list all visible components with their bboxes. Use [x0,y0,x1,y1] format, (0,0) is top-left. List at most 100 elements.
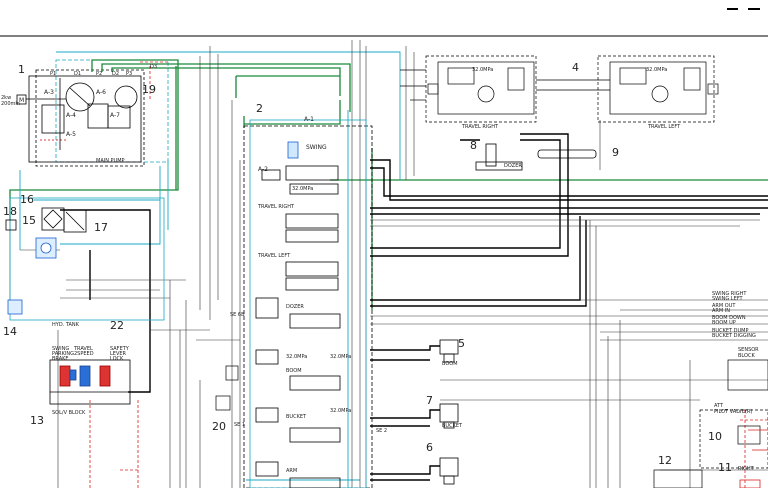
travel-right-label: TRAVEL RIGHT [461,124,499,130]
cyan-pilot-lines [19,51,401,488]
pump-a5-label: A-5 [66,131,76,138]
solv-item-7: LEVER [110,351,127,357]
callout-2: 2 [256,102,263,115]
bucket-label: BUCKET [442,423,463,429]
pump-labels: A-3 A-4 A-5 A-6 A-7 MAIN PUMP P1 D1 P2 D… [1,64,157,164]
callout-17: 17 [94,221,108,234]
solv-item-1: SWING [52,346,69,352]
valve-a1-label: A-1 [304,116,314,123]
right-label: RIGHT [738,466,755,472]
tank-filters [5,197,165,321]
callout-10: 10 [708,430,722,443]
pilot-boom-up: BOOM UP [712,320,736,326]
control-valve-block [243,119,373,488]
callout-16: 16 [20,193,34,206]
callout-1: 1 [18,63,25,76]
se-6b-label: SE 6B [230,312,245,318]
section-swing: SWING [306,144,327,151]
section-boom: BOOM [286,368,302,374]
red-dashed-lines [89,61,768,488]
valve-pressure-2: 32.0MPa [330,354,351,360]
valve-a2-label: A-2 [258,166,268,173]
pump-a3-label: A-3 [44,89,54,96]
callout-19: 19 [142,83,156,96]
callout-11: 11 [718,461,732,474]
pump-port-p2: P2 [96,71,102,77]
solv-item-6: SAFETY [110,346,130,352]
travel-left-label: TRAVEL LEFT [647,124,681,130]
valve-labels: A-1 A-2 SWING TRAVEL RIGHT TRAVEL LEFT D… [230,116,387,474]
solv-item-5: 2SPEED [74,351,94,357]
dozer-cylinder [475,143,597,171]
pump-port-p3: P3 [126,71,132,77]
pump-port-p1: P1 [50,71,56,77]
solv-item-8: LOCK [110,356,124,362]
motor-rating-2: 200min [1,101,20,107]
valve-pressure-4: 32.0MPa [330,408,351,414]
travel-left-pressure: 32.0MPa [646,67,667,73]
main-pump-label: MAIN PUMP [96,158,125,164]
pilot-boom-down: BOOM DOWN [712,315,746,321]
right-red-elements [739,429,768,488]
section-dozer: DOZER [286,304,304,310]
att-pilot-label-1: ATT [714,403,724,409]
callout-4: 4 [572,61,579,74]
travel-motor-right [425,55,537,123]
valve-pressure-3: 32.0MPa [286,354,307,360]
callout-15: 15 [22,214,36,227]
dozer-label: DOZER [504,163,522,169]
right-side-components [215,359,768,488]
hyd-tank-label: HYD. TANK [52,322,80,328]
callout-6: 6 [426,441,433,454]
solv-block [49,359,131,405]
pilot-line-labels: SWING RIGHT SWING LEFT ARM OUT ARM IN BO… [712,291,756,339]
pilot-swing-left: SWING LEFT [712,296,744,302]
callout-9: 9 [612,146,619,159]
pilot-bucket-dump: BUCKET DUMP [712,328,749,334]
callout-7: 7 [426,394,433,407]
se-2-label: SE 2 [376,428,387,434]
section-travel-right: TRAVEL RIGHT [257,204,295,210]
pump-port-d3: D3 [150,64,157,70]
solv-block-label: SOL/V BLOCK [52,410,86,416]
boom-label: BOOM [442,361,458,367]
pump-a7-label: A-7 [110,112,120,119]
pump-a6-label: A-6 [96,89,106,96]
pump-port-d2: D2 [112,71,119,77]
travel-right-pressure: 32.0MPa [472,67,493,73]
motor-rating-1: 2kw [1,95,11,101]
pilot-swing-right: SWING RIGHT [712,291,747,297]
work-cylinders [439,339,459,485]
callout-8: 8 [470,139,477,152]
section-travel-left: TRAVEL LEFT [257,253,291,259]
section-bucket: BUCKET [286,414,307,420]
callout-18: 18 [3,205,17,218]
pilot-bucket-digging: BUCKET DIGGING [712,333,756,339]
solv-item-4: TRAVEL [73,346,93,352]
callout-20: 20 [212,420,226,433]
motor-symbol: M [19,97,24,104]
travel-labels: TRAVEL RIGHT TRAVEL LEFT 32.0MPa 32.0MPa [461,67,681,130]
actuator-labels: DOZER BOOM BUCKET SENSOR BLOCK ATT PILOT… [442,163,759,472]
pump-port-d1: D1 [74,71,81,77]
tank-solv-labels: HYD. TANK SOL/V BLOCK SWING PARKING BRAK… [52,322,130,416]
callout-14: 14 [3,325,17,338]
solv-item-3: BRAKE [52,356,69,362]
callout-5: 5 [458,337,465,350]
pilot-arm-out: ARM OUT [712,303,736,309]
main-pressure-lines [60,133,768,481]
valve-pressure-1: 32.0MPa [292,186,313,192]
travel-motor-left [597,55,719,123]
callout-22: 22 [110,319,124,332]
sensor-block-label-2: BLOCK [738,353,755,359]
sensor-block-label-1: SENSOR [738,347,759,353]
callout-12: 12 [658,454,672,467]
pump-a4-label: A-4 [66,112,76,119]
solv-item-2: PARKING [52,351,74,357]
section-arm: ARM [286,468,297,474]
callout-13: 13 [30,414,44,427]
callout-numbers: 1 2 4 5 6 7 8 9 10 11 12 13 14 15 16 17 … [3,61,732,474]
att-pilot-label-2: PILOT VALVE(R) [714,409,752,415]
